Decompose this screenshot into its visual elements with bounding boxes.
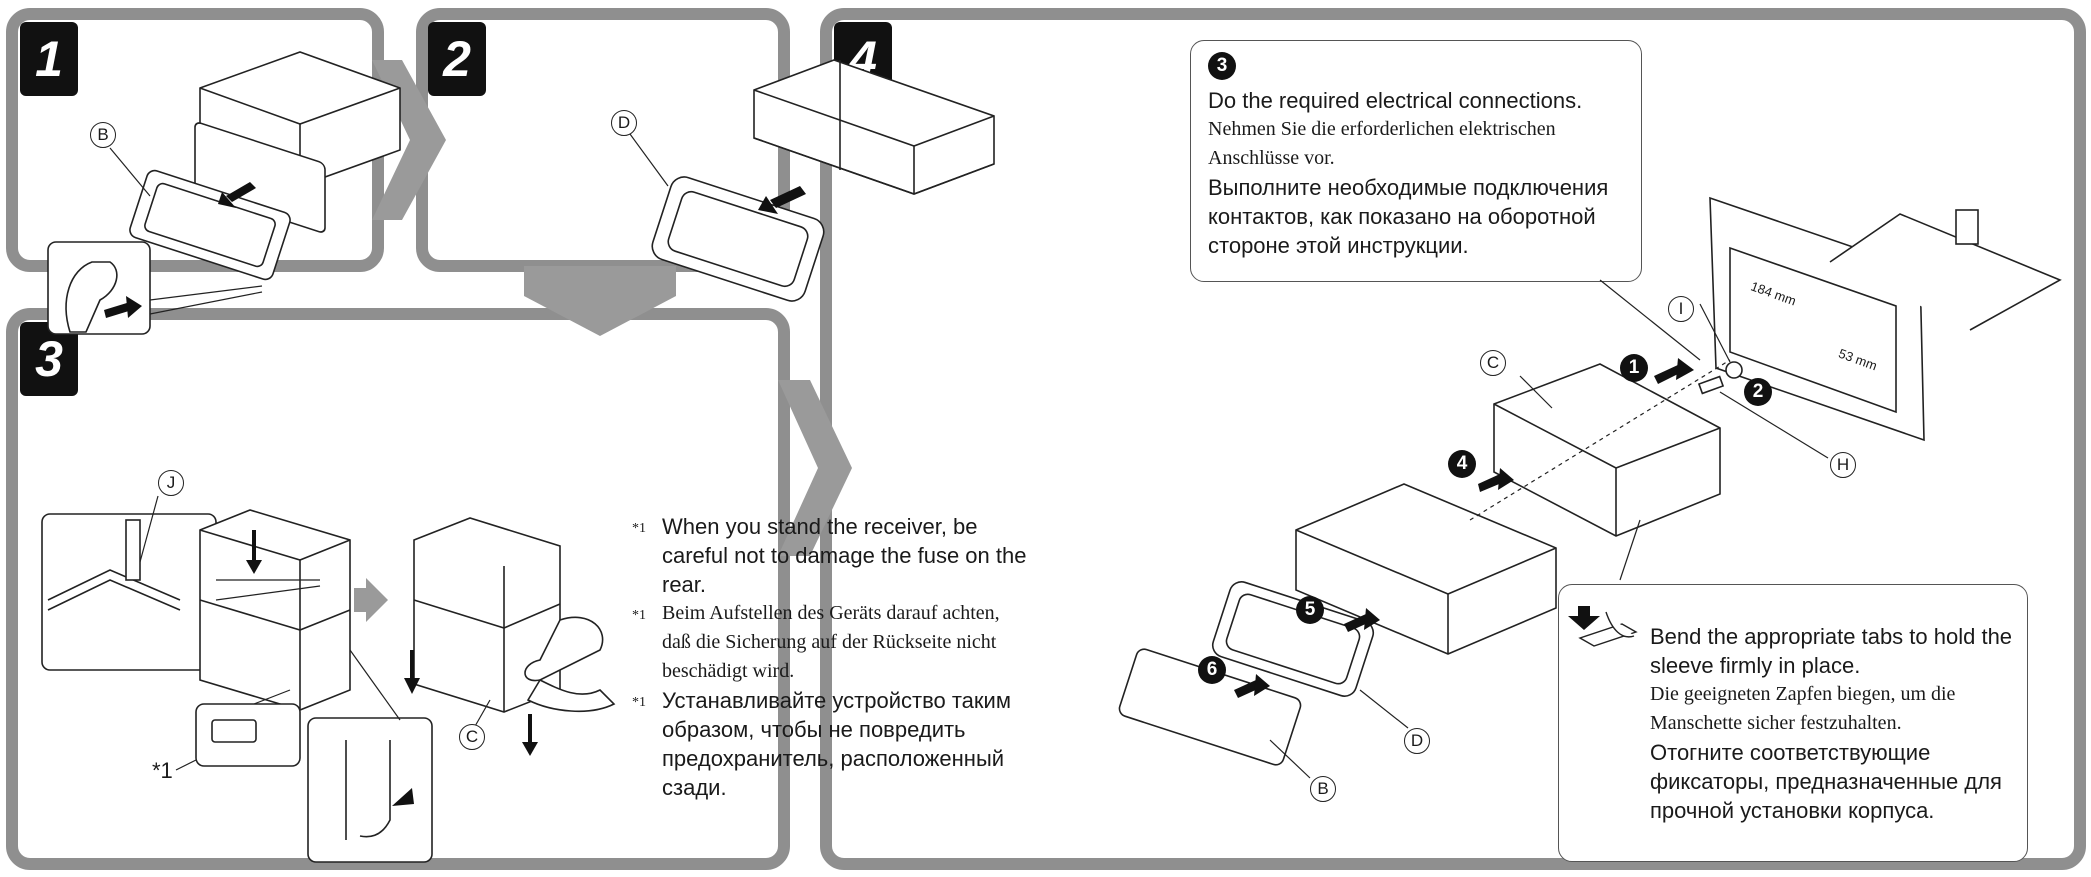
- step-badge-3: 3: [20, 322, 78, 396]
- note-ru: Устанавливайте устройство таким образом,…: [662, 688, 1011, 800]
- note-marker-de: *1: [632, 608, 646, 623]
- step-badge-2: 2: [428, 22, 486, 96]
- callout-tabs: [1558, 584, 2028, 862]
- fuse-footnote-marker: *1: [152, 758, 173, 783]
- connections-en: Do the required electrical connections.: [1208, 88, 1583, 113]
- step-marker-1: 1: [1620, 354, 1648, 382]
- note-en: When you stand the receiver, be careful …: [662, 514, 1027, 597]
- connections-de: Nehmen Sie die erforderlichen elektrisch…: [1208, 118, 1556, 169]
- note-marker-ru: *1: [632, 695, 646, 710]
- callout-connections-text: Do the required electrical connections. …: [1208, 86, 1628, 260]
- step-badge-1: 1: [20, 22, 78, 96]
- note-marker-en: *1: [632, 521, 646, 536]
- label-b-step4: B: [1310, 776, 1336, 802]
- label-d-step4: D: [1404, 728, 1430, 754]
- tabs-de: Die geeigneten Zapfen biegen, um die Man…: [1650, 683, 1956, 734]
- note-de: Beim Aufstellen des Geräts darauf achten…: [662, 602, 1000, 682]
- callout-connections: [1190, 40, 1642, 282]
- label-c-step4: C: [1480, 350, 1506, 376]
- tabs-en: Bend the appropriate tabs to hold the sl…: [1650, 624, 2013, 678]
- step-marker-2: 2: [1744, 378, 1772, 406]
- label-d-step2: D: [611, 110, 637, 136]
- label-i: I: [1668, 296, 1694, 322]
- label-c-step3: C: [459, 724, 485, 750]
- tabs-ru: Отогните соответствующие фиксаторы, пред…: [1650, 740, 2002, 823]
- step-marker-4: 4: [1448, 450, 1476, 478]
- callout-tabs-text: Bend the appropriate tabs to hold the sl…: [1650, 622, 2020, 825]
- connections-ru: Выполните необходимые подключения контак…: [1208, 175, 1609, 258]
- label-j: J: [158, 470, 184, 496]
- step-marker-6: 6: [1198, 656, 1226, 684]
- label-b-step1: B: [90, 122, 116, 148]
- step-marker-3: 3: [1208, 52, 1236, 80]
- fuse-note: *1 When you stand the receiver, be caref…: [632, 512, 1032, 802]
- label-h: H: [1830, 452, 1856, 478]
- step-marker-5: 5: [1296, 596, 1324, 624]
